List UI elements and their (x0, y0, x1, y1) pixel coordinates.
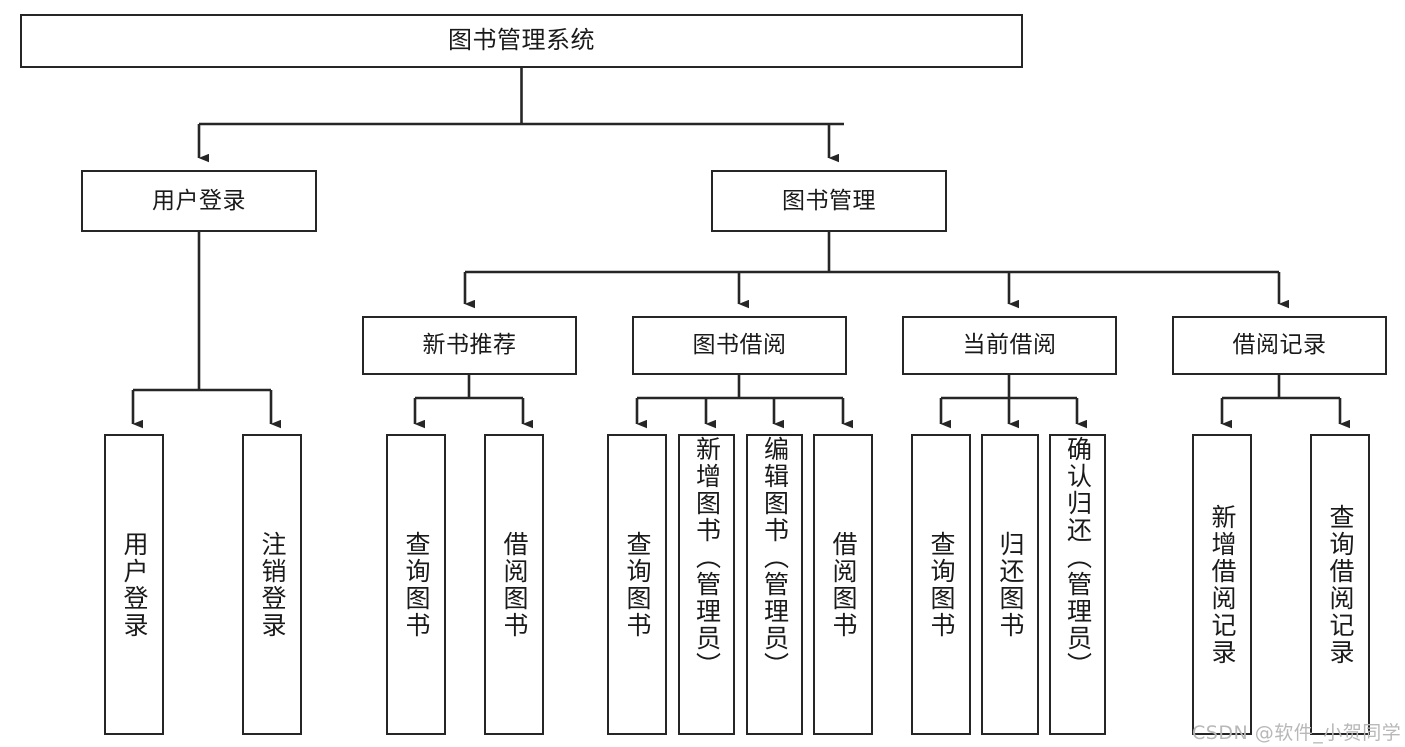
node-label: 图书管理系统 (448, 26, 595, 55)
node-label: 查询图书 (927, 530, 956, 639)
node-label: 查询图书 (623, 530, 652, 639)
node-root-system[interactable]: 图书管理系统 (20, 14, 1023, 68)
node-label: 归还图书 (996, 530, 1025, 639)
node-label: 用户登录 (120, 530, 149, 639)
csdn-watermark: CSDN @软件_小贺同学 (1192, 722, 1402, 744)
node-label: 借阅记录 (1232, 332, 1327, 359)
node-label: 借阅图书 (829, 530, 858, 639)
node-label: 查询图书 (402, 530, 431, 639)
node-label: 借阅图书 (500, 530, 529, 639)
leaf-return-book[interactable]: 归还图书 (981, 434, 1039, 735)
node-new-book-recommend[interactable]: 新书推荐 (362, 316, 577, 375)
leaf-query-borrow-record[interactable]: 查询借阅记录 (1310, 434, 1370, 735)
node-label: 注销登录 (258, 530, 287, 639)
node-user-login[interactable]: 用户登录 (81, 170, 317, 232)
node-book-borrow[interactable]: 图书借阅 (632, 316, 847, 375)
node-label: 图书管理 (782, 187, 876, 214)
leaf-query-book-borrow[interactable]: 查询图书 (607, 434, 667, 735)
leaf-logout[interactable]: 注销登录 (242, 434, 302, 735)
node-book-management[interactable]: 图书管理 (711, 170, 947, 232)
leaf-query-book-recommend[interactable]: 查询图书 (386, 434, 446, 735)
node-label: 当前借阅 (962, 332, 1057, 359)
node-borrow-record[interactable]: 借阅记录 (1172, 316, 1387, 375)
leaf-confirm-return-admin[interactable]: 确认归还（管理员） (1049, 434, 1106, 735)
node-label: 编辑图书（管理员） (760, 436, 790, 679)
node-label: 确认归还（管理员） (1063, 436, 1093, 679)
node-current-borrow[interactable]: 当前借阅 (902, 316, 1117, 375)
node-label: 图书借阅 (692, 332, 787, 359)
leaf-add-book-admin[interactable]: 新增图书（管理员） (678, 434, 735, 735)
leaf-borrow-book-recommend[interactable]: 借阅图书 (484, 434, 544, 735)
leaf-query-book-current[interactable]: 查询图书 (911, 434, 971, 735)
leaf-add-borrow-record[interactable]: 新增借阅记录 (1192, 434, 1252, 735)
node-label: 查询借阅记录 (1326, 503, 1355, 666)
node-label: 用户登录 (152, 187, 246, 214)
leaf-borrow-book[interactable]: 借阅图书 (813, 434, 873, 735)
leaf-user-login[interactable]: 用户登录 (104, 434, 164, 735)
leaf-edit-book-admin[interactable]: 编辑图书（管理员） (746, 434, 803, 735)
node-label: 新增图书（管理员） (692, 436, 722, 679)
node-label: 新书推荐 (422, 332, 517, 359)
node-label: 新增借阅记录 (1208, 503, 1237, 666)
